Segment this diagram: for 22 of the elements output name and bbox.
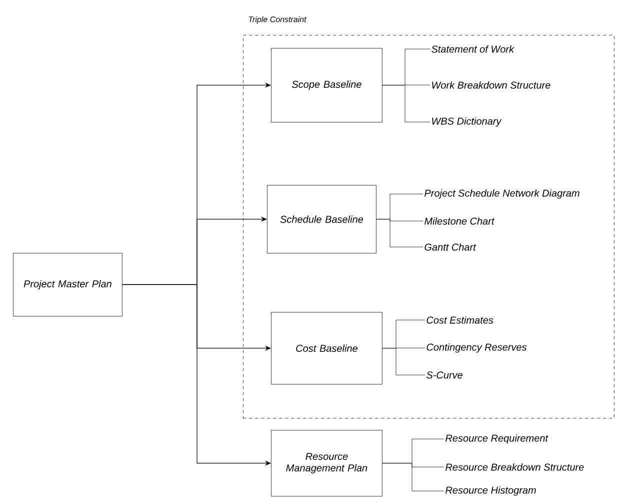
item-text: Resource Histogram — [446, 486, 536, 496]
process-box: Resource Management Plan — [271, 430, 382, 496]
item-text: Gantt Chart — [424, 243, 476, 251]
item-text: WBS Dictionary — [432, 117, 502, 127]
connector-line — [382, 463, 444, 492]
process-box: Project Master Plan — [13, 253, 122, 316]
item-text: Resource Breakdown Structure — [446, 463, 584, 471]
process-box: Schedule Baseline — [267, 185, 376, 254]
connector-line — [382, 348, 426, 376]
item-text: Contingency Reserves — [426, 343, 527, 353]
node-label: Triple Constraint — [248, 16, 307, 24]
connector-line — [382, 85, 430, 122]
process-box: Cost Baseline — [271, 312, 382, 384]
item-text: Project Schedule Network Diagram — [424, 189, 580, 199]
item-text: Work Breakdown Structure — [432, 81, 550, 89]
item-text: S-Curve — [426, 371, 462, 379]
item-text: Cost Estimates — [426, 316, 494, 324]
item-text: Statement of Work — [432, 45, 514, 53]
connector-line — [376, 219, 424, 248]
process-box: Scope Baseline — [271, 48, 382, 122]
item-text: Milestone Chart — [424, 217, 495, 225]
item-text: Resource Requirement — [446, 434, 548, 444]
